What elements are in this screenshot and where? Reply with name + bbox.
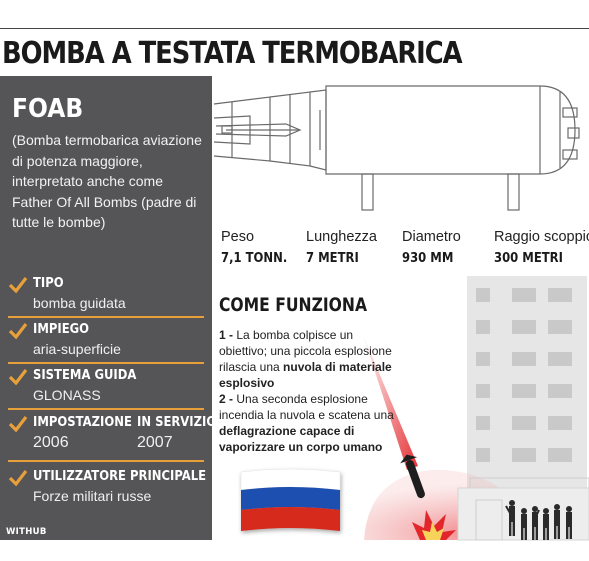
people-silhouettes	[505, 500, 572, 540]
spec-label: Peso	[221, 229, 255, 245]
field-value: aria-superficie	[33, 341, 121, 357]
spec-label: Diametro	[402, 229, 461, 245]
spec-label: Raggio scoppio	[494, 229, 589, 245]
field-value: GLONASS	[33, 387, 101, 403]
field-value: 2006	[33, 434, 69, 451]
spec-label: Lunghezza	[306, 229, 377, 245]
divider	[8, 316, 204, 318]
field-label: IMPOSTAZIONE	[33, 414, 132, 430]
credit-logo: WITHUB	[6, 527, 47, 537]
step-1-number: 1 -	[219, 328, 234, 342]
spec-value: 300 METRI	[494, 250, 563, 266]
field-label: TIPO	[33, 275, 64, 291]
top-rule	[0, 28, 589, 29]
spec-raggio: Raggio scoppio 300 METRI	[494, 229, 589, 266]
spec-value: 7 METRI	[306, 250, 359, 266]
step-1-highlight: nuvola di materiale esplosivo	[219, 360, 392, 390]
how-it-works-steps: 1 - La bomba colpisce un obiettivo; una …	[219, 327, 394, 455]
impact-burst-icon	[412, 510, 456, 540]
check-icon	[8, 277, 28, 294]
check-icon	[8, 323, 28, 340]
field-value: bomba guidata	[33, 295, 126, 311]
bomb-name: FOAB	[12, 94, 84, 124]
field-value: Forze militari russe	[33, 488, 152, 504]
page-title: BOMBA A TESTATA TERMOBARICA	[2, 36, 463, 71]
step-2-text: Una seconda esplosione incendia la nuvol…	[219, 392, 394, 422]
bomb-description: (Bomba termobarica aviazione di potenza …	[12, 132, 202, 230]
divider	[8, 362, 204, 364]
divider	[8, 460, 204, 462]
how-it-works-title: COME FUNZIONA	[219, 294, 368, 316]
step-1-text: La bomba colpisce un obiettivo; una picc…	[219, 328, 392, 374]
info-panel	[0, 76, 212, 540]
check-icon	[8, 369, 28, 386]
spec-diametro: Diametro 930 MM	[402, 229, 462, 266]
spec-value: 7,1 TONN.	[221, 250, 288, 266]
check-icon	[8, 416, 28, 433]
field-label: IN SERVIZIO	[137, 414, 217, 430]
spec-lunghezza: Lunghezza 7 METRI	[306, 229, 377, 266]
field-label: SISTEMA GUIDA	[33, 367, 137, 383]
spec-value: 930 MM	[402, 250, 454, 266]
field-label: UTILIZZATORE PRINCIPALE	[33, 468, 207, 484]
step-2-highlight: deflagrazione capace di vaporizzare un c…	[219, 424, 383, 454]
spec-peso: Peso 7,1 TONN.	[221, 229, 298, 266]
check-icon	[8, 470, 28, 487]
falling-bomb-icon	[400, 454, 425, 499]
divider	[8, 408, 204, 410]
field-value: 2007	[137, 434, 173, 451]
step-2-number: 2 -	[219, 392, 234, 406]
field-label: IMPIEGO	[33, 321, 90, 337]
